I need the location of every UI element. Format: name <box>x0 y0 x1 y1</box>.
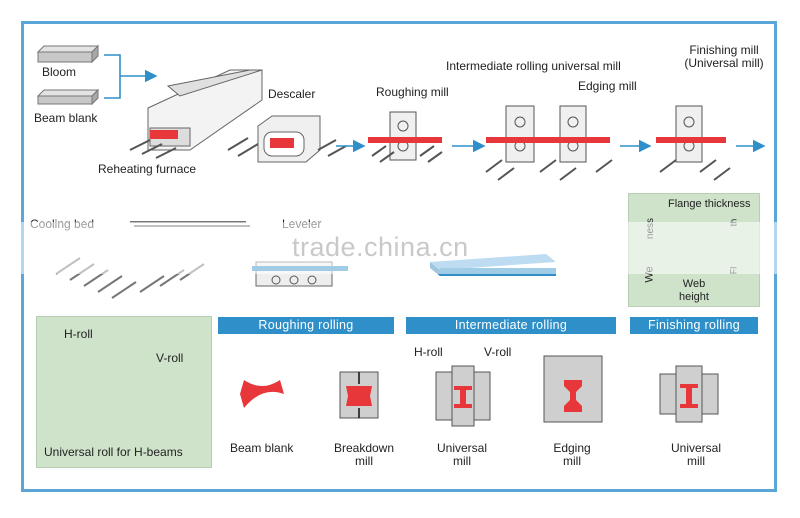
label-v-roll-panel: V-roll <box>156 351 184 365</box>
label-section-universal-finishing-line2: mill <box>687 454 705 468</box>
label-section-universal: Universal mill <box>422 442 502 468</box>
label-section-h-roll: H-roll <box>414 345 443 359</box>
label-section-universal-finishing-line1: Universal <box>670 441 721 455</box>
label-section-edging-line2: mill <box>563 454 581 468</box>
label-beam-blank: Beam blank <box>34 111 98 125</box>
label-bloom: Bloom <box>42 65 77 79</box>
label-section-breakdown-line2: mill <box>355 454 373 468</box>
label-roughing-mill: Roughing mill <box>376 85 449 99</box>
finishing-mill <box>656 105 731 181</box>
label-edging-mill: Edging mill <box>578 79 637 93</box>
label-section-universal-line2: mill <box>453 454 471 468</box>
section-beam-blank <box>240 380 284 408</box>
label-flange-thickness: Flange thickness <box>668 198 751 210</box>
section-edging-mill <box>543 355 603 423</box>
label-descaler: Descaler <box>268 87 316 101</box>
label-section-breakdown: Breakdown mill <box>324 442 404 468</box>
label-section-edging-line1: Edging <box>553 441 591 455</box>
beam-blank-block <box>36 88 100 106</box>
section-universal-mill <box>435 365 491 427</box>
section-breakdown-mill <box>339 371 379 419</box>
label-intermediate-mill: Intermediate rolling universal mill <box>446 59 621 73</box>
label-finishing-mill-line2: (Universal mill) <box>684 56 764 70</box>
label-section-edging: Edging mill <box>532 442 612 468</box>
label-finishing-mill-line1: Finishing mill <box>689 43 759 57</box>
reheating-furnace <box>129 69 263 159</box>
label-universal-roll-caption: Universal roll for H-beams <box>44 445 183 459</box>
feed-arrow <box>104 54 156 99</box>
label-reheating-furnace: Reheating furnace <box>98 162 197 176</box>
label-finishing-mill: Finishing mill (Universal mill) <box>676 44 772 70</box>
label-section-breakdown-line1: Breakdown <box>333 441 395 455</box>
stage-band-intermediate: Intermediate rolling <box>406 317 616 334</box>
stage-band-finishing: Finishing rolling <box>630 317 758 334</box>
label-section-v-roll: V-roll <box>484 345 512 359</box>
roughing-mill <box>368 111 443 163</box>
label-section-universal-finishing: Universal mill <box>656 442 736 468</box>
section-universal-mill-finishing <box>659 365 719 423</box>
label-web-height-line2: height <box>679 291 709 303</box>
label-section-universal-line1: Universal <box>436 441 487 455</box>
watermark-text: trade.china.cn <box>292 232 469 262</box>
label-h-roll-panel: H-roll <box>64 327 93 341</box>
watermark-band <box>0 222 800 274</box>
stage-band-roughing: Roughing rolling <box>218 317 394 334</box>
bloom-block <box>36 44 100 64</box>
descaler <box>227 115 347 163</box>
label-section-beam-blank: Beam blank <box>230 441 294 455</box>
intermediate-edging-mills <box>485 105 613 181</box>
label-web-height: Web height <box>670 278 718 304</box>
label-web-height-line1: Web <box>682 278 706 290</box>
universal-roll-panel <box>36 316 212 468</box>
